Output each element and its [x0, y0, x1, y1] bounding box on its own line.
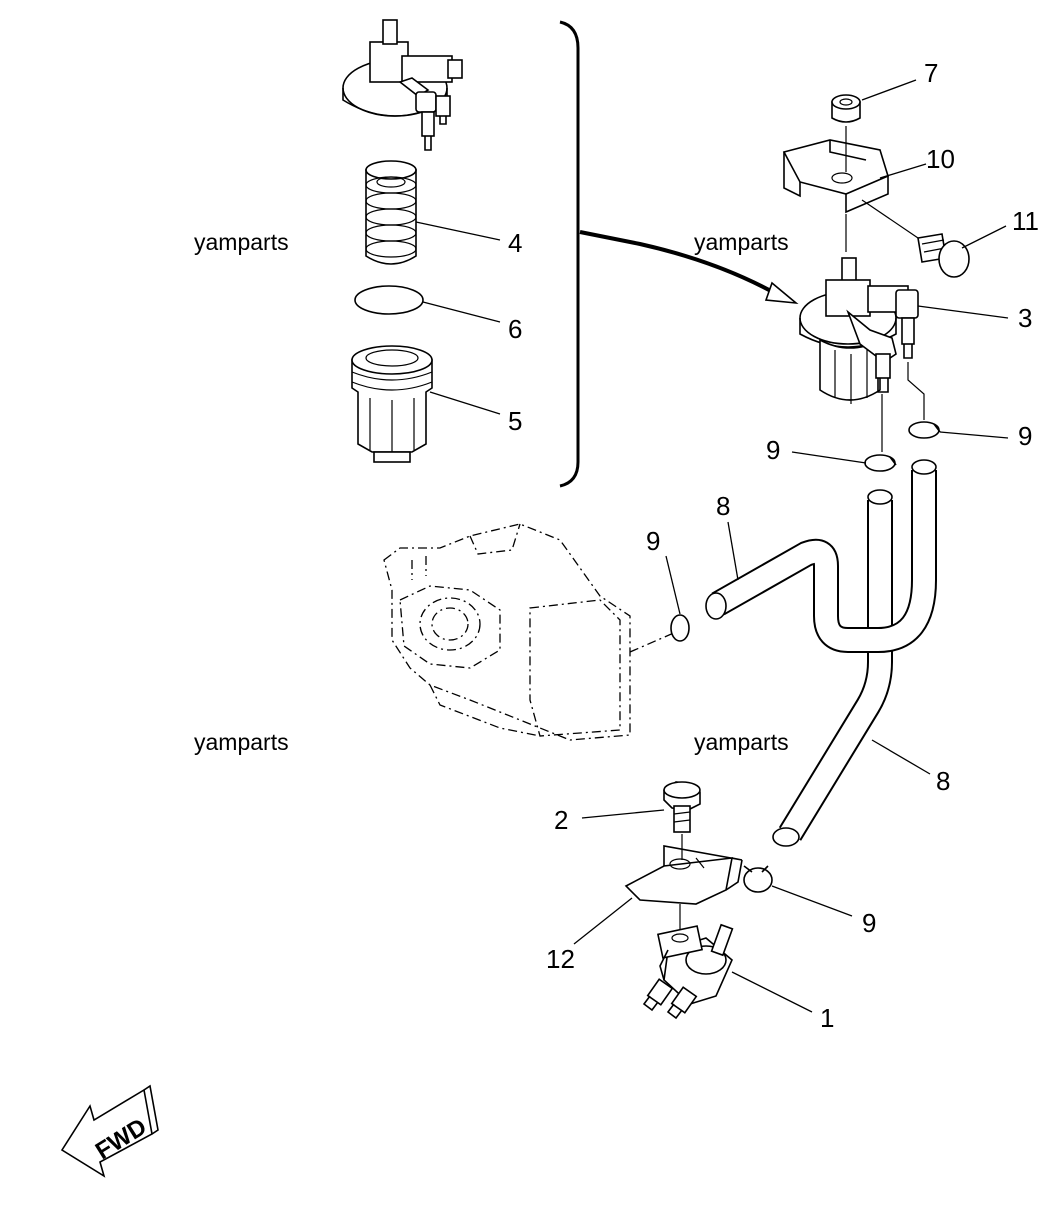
- callout-9-pump: 9: [862, 908, 876, 938]
- callout-12: 12: [546, 944, 575, 974]
- hose-clips-upper: [864, 421, 941, 472]
- callout-5: 5: [508, 406, 522, 436]
- carburetor-reference: [383, 523, 677, 741]
- callout-7: 7: [924, 58, 938, 88]
- nut-part: [831, 94, 861, 123]
- callout-10: 10: [926, 144, 955, 174]
- assembly-bracket: [559, 20, 799, 488]
- o-ring-part: [354, 285, 424, 315]
- callout-6: 6: [508, 314, 522, 344]
- watermarks: yamparts yamparts yamparts yamparts: [194, 229, 789, 755]
- watermark: yamparts: [194, 729, 289, 755]
- screw-part: [917, 233, 970, 278]
- callout-9-carb: 9: [646, 526, 660, 556]
- fuel-hose-short: [705, 459, 937, 653]
- fwd-arrow-icon: FWD: [60, 1084, 159, 1178]
- watermark: yamparts: [694, 729, 789, 755]
- leader-lines: [415, 79, 1009, 1013]
- pump-bracket-part: [624, 845, 743, 934]
- callout-8-lower: 8: [936, 766, 950, 796]
- hose-clip-carb: [670, 614, 690, 642]
- callout-9-right: 9: [1018, 421, 1032, 451]
- callout-numbers: 1 2 3 4 5 6 7 8 8 9 9 9 9 10 11 12: [508, 58, 1039, 1033]
- fuel-hose-long: [772, 489, 893, 847]
- fuel-filter-assembly: [799, 257, 925, 452]
- filter-element-part: [365, 160, 417, 265]
- bolt-part: [663, 781, 701, 860]
- callout-4: 4: [508, 228, 522, 258]
- hose-clip-pump: [743, 865, 773, 893]
- watermark: yamparts: [194, 229, 289, 255]
- bracket-part: [782, 126, 919, 252]
- callout-1: 1: [820, 1003, 834, 1033]
- callout-8-upper: 8: [716, 491, 730, 521]
- fuel-pump-part: [642, 923, 734, 1020]
- filter-cup-part: [351, 345, 433, 463]
- callout-9-left: 9: [766, 435, 780, 465]
- callout-3: 3: [1018, 303, 1032, 333]
- callout-2: 2: [554, 805, 568, 835]
- watermark: yamparts: [694, 229, 789, 255]
- callout-11: 11: [1012, 206, 1039, 236]
- filter-head-part: [342, 19, 463, 151]
